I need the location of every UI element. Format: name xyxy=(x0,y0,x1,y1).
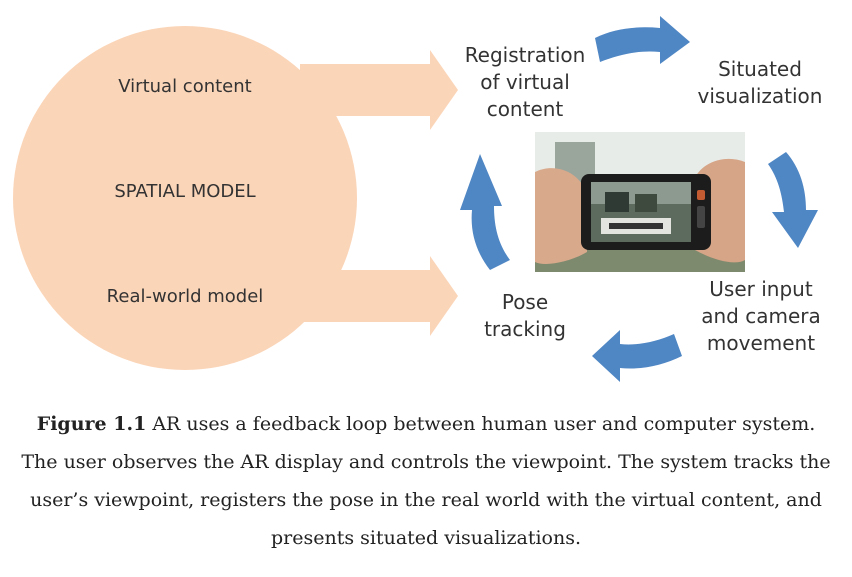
caption-text: AR uses a feedback loop between human us… xyxy=(21,413,831,549)
user-input-label: User input and camera movement xyxy=(701,277,821,355)
spatial-model-circle xyxy=(13,26,357,370)
real-world-arrow xyxy=(300,256,458,336)
ar-feedback-diagram xyxy=(13,16,818,382)
registration-label: Registration of virtual content xyxy=(464,43,586,121)
loop-arrow-right xyxy=(768,152,818,248)
real-world-model-label: Real-world model xyxy=(106,286,264,307)
loop-arrow-left xyxy=(460,154,510,270)
virtual-content-arrow xyxy=(300,50,458,130)
virtual-content-label: Virtual content xyxy=(118,76,252,97)
loop-arrow-bottom xyxy=(592,330,682,382)
ar-phone-photo xyxy=(535,132,745,272)
spatial-model-title: SPATIAL MODEL xyxy=(114,181,256,202)
figure-caption: Figure 1.1 AR uses a feedback loop betwe… xyxy=(20,405,832,557)
loop-arrow-top xyxy=(595,16,690,64)
pose-tracking-label: Pose tracking xyxy=(484,290,566,341)
situated-visualization-label: Situated visualization xyxy=(697,57,823,108)
figure-label: Figure 1.1 xyxy=(36,413,147,435)
